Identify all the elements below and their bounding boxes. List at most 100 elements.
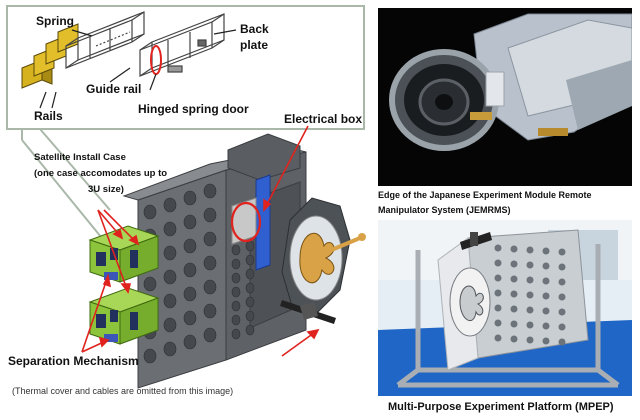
platform-hole	[143, 348, 157, 364]
back-plate-label-line2: plate	[240, 38, 269, 52]
mpep-photo	[378, 220, 632, 396]
platform-hole	[231, 286, 241, 298]
rails-label: Rails	[34, 109, 63, 123]
guide-rail-label: Guide rail	[86, 82, 142, 96]
platform-hole	[143, 276, 157, 292]
mpep-hole	[526, 276, 534, 284]
platform-hole	[163, 245, 177, 261]
platform-hole	[231, 328, 241, 340]
electrical-strip	[255, 174, 271, 271]
mpep-hole	[558, 338, 566, 346]
platform-hole	[183, 262, 197, 278]
platform-hole	[203, 231, 217, 247]
separation-mechanism-label: Separation Mechanism	[8, 354, 139, 368]
inset-leaders	[39, 29, 237, 109]
mpep-hole	[510, 320, 518, 328]
platform-hole	[203, 207, 217, 223]
jemrms-photo	[378, 8, 632, 186]
platform-hole	[245, 240, 255, 252]
platform-hole	[183, 214, 197, 230]
mpep-hole	[558, 323, 566, 331]
platform-hole	[163, 317, 177, 333]
mpep-hole	[542, 322, 550, 330]
electrical-box-label: Electrical box	[284, 112, 363, 126]
connector-bar	[280, 300, 336, 324]
install-case-label-line3: 3U size)	[88, 184, 124, 195]
platform-hole	[143, 204, 157, 220]
jemrms-illustration	[378, 8, 632, 186]
separation-mechanism-upper	[104, 272, 118, 280]
platform-holes	[143, 183, 255, 364]
spring-label: Spring	[36, 14, 74, 28]
hinged-spring-door-label: Hinged spring door	[138, 102, 249, 116]
platform-hole	[231, 300, 241, 312]
mpep-hole	[494, 274, 502, 282]
mpep-hole	[542, 292, 550, 300]
mpep-hole	[542, 247, 550, 255]
jemrms-caption-line1: Edge of the Japanese Experiment Module R…	[378, 190, 592, 200]
platform-hole	[183, 286, 197, 302]
install-case-label-line1: Satellite Install Case	[34, 152, 126, 163]
mpep-hole	[526, 261, 534, 269]
platform-hole	[163, 269, 177, 285]
install-case-lower	[88, 287, 160, 345]
platform-hole	[183, 238, 197, 254]
mpep-hole	[510, 245, 518, 253]
platform-hole	[245, 268, 255, 280]
platform-hole	[231, 314, 241, 326]
platform-hole	[245, 296, 255, 308]
platform-hole	[245, 254, 255, 266]
inset-callout-line-diag	[21, 139, 111, 249]
mpep-hole	[558, 263, 566, 271]
mpep-hole	[526, 291, 534, 299]
platform-hole	[231, 258, 241, 270]
mpep-hole	[510, 335, 518, 343]
mpep-hole	[526, 321, 534, 329]
platform-hole	[183, 334, 197, 350]
platform-hole	[163, 341, 177, 357]
mpep-caption: Multi-Purpose Experiment Platform (MPEP)	[388, 401, 614, 413]
platform-hole	[245, 310, 255, 322]
inset-callout-line-diag2	[39, 128, 111, 211]
mpep-hole	[510, 290, 518, 298]
platform-hole	[203, 327, 217, 343]
platform-hole	[203, 183, 217, 199]
mpep-hole	[494, 319, 502, 327]
mpep-hole	[494, 334, 502, 342]
platform-hole	[183, 190, 197, 206]
platform-hole	[245, 324, 255, 336]
grapple-fixture	[281, 197, 366, 313]
platform-hole	[203, 255, 217, 271]
mpep-hole	[558, 308, 566, 316]
inset-case-left	[65, 11, 145, 69]
mpep-hole	[510, 305, 518, 313]
mpep-hole	[526, 246, 534, 254]
mpep-hole	[510, 275, 518, 283]
mpep-hole	[558, 248, 566, 256]
mpep-hole	[558, 293, 566, 301]
mpep-hole	[526, 336, 534, 344]
separation-mechanism-lower	[104, 334, 118, 342]
mpep-hole	[558, 278, 566, 286]
platform-hole	[163, 197, 177, 213]
platform-hole	[231, 272, 241, 284]
platform-hole	[245, 282, 255, 294]
back-plate-label-line1: Back	[240, 22, 269, 36]
platform-hole	[163, 293, 177, 309]
mpep-hole	[494, 244, 502, 252]
platform-hole	[231, 244, 241, 256]
platform-hole	[163, 221, 177, 237]
mpep-hole	[494, 304, 502, 312]
mpep-hole	[526, 306, 534, 314]
mpep-hole	[542, 307, 550, 315]
mpep-hole	[542, 277, 550, 285]
mpep-hole	[542, 337, 550, 345]
red-callout-arrows	[81, 125, 320, 357]
mpep-illustration	[378, 220, 632, 396]
mpep-hole	[494, 289, 502, 297]
mpep-hole	[494, 259, 502, 267]
platform-hole	[203, 279, 217, 295]
electrical-box-marker	[230, 201, 262, 243]
thermal-cover-footnote: (Thermal cover and cables are omitted fr…	[12, 386, 234, 396]
